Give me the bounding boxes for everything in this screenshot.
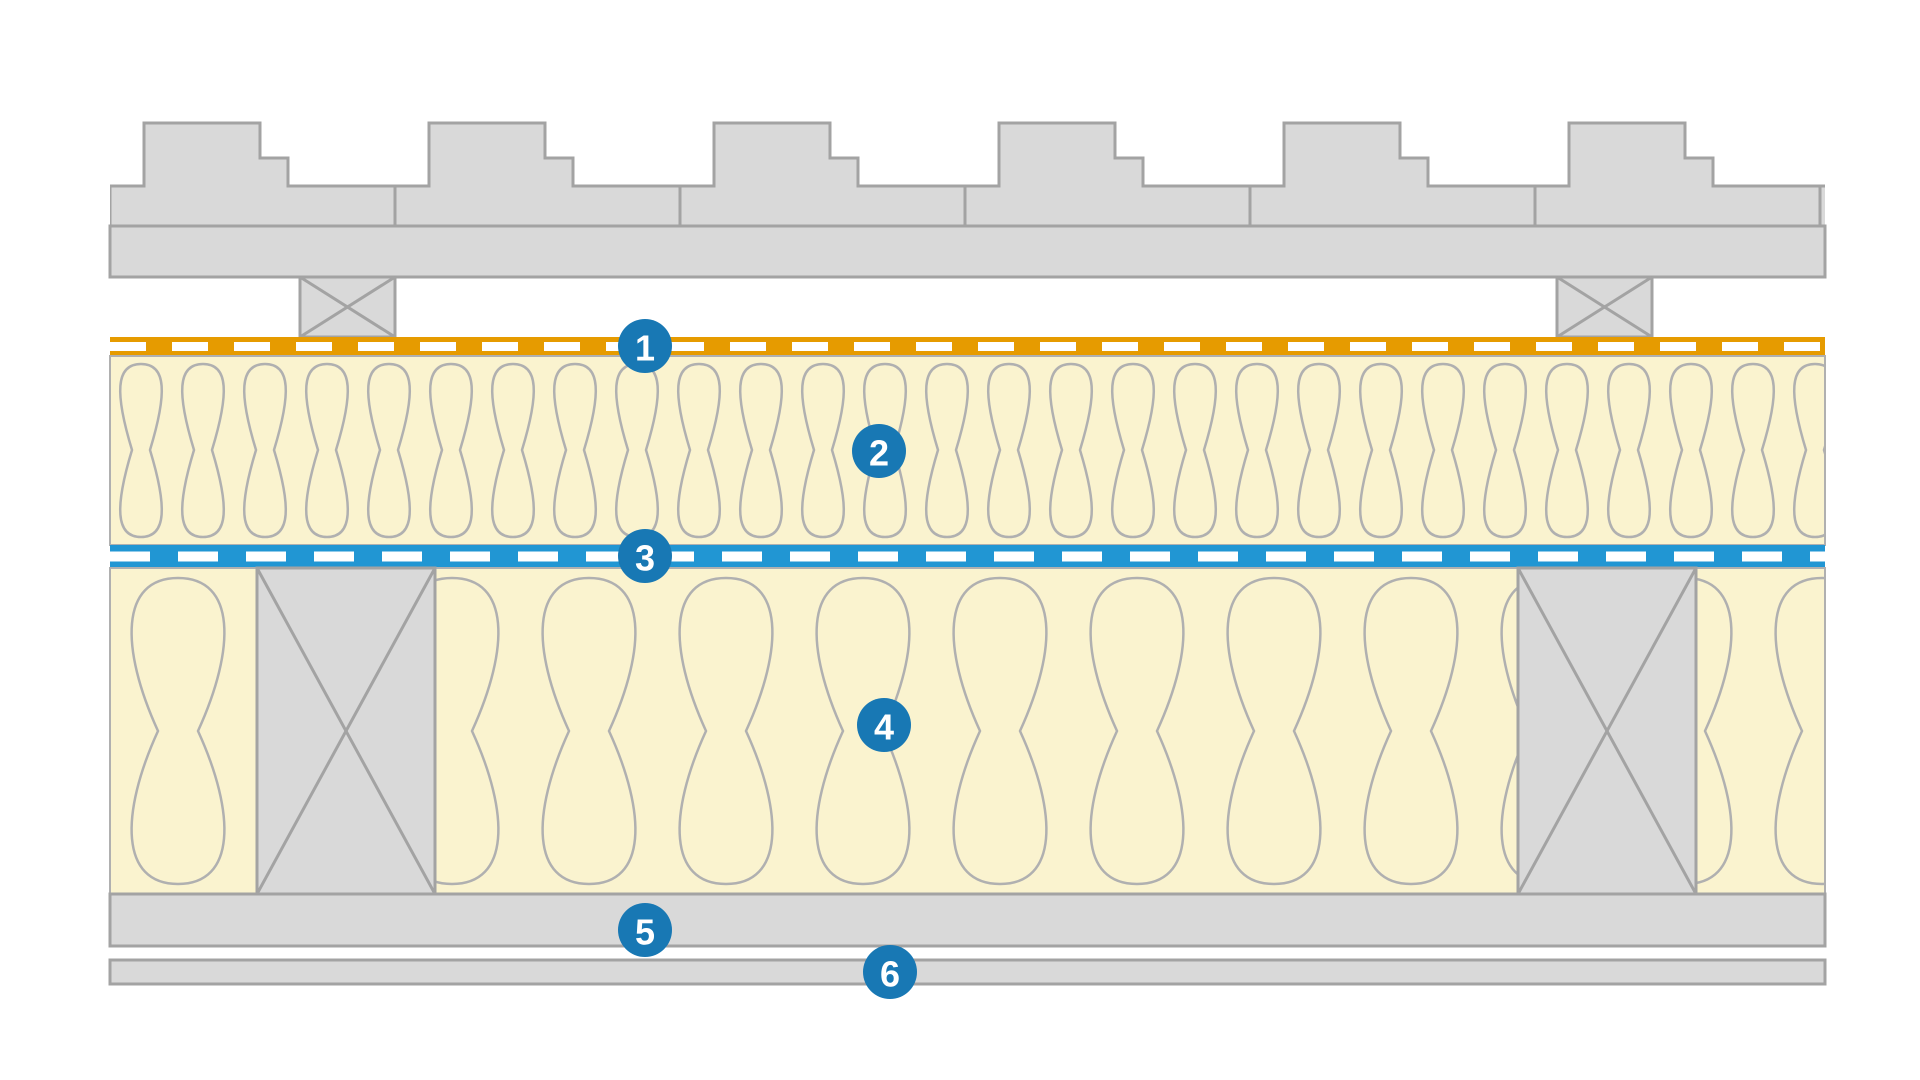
badge-circle [857,698,911,752]
badge-circle [618,319,672,373]
roof-tile [1533,121,1822,226]
roof-tile [110,121,397,226]
layer-badge-3: 3 [618,529,672,583]
counter-batten-left [298,275,397,339]
ceiling-layer [108,958,1827,986]
badge-number: 6 [880,954,900,995]
roof-tile [678,121,967,226]
roof-tiles-row [110,121,1825,226]
roof-tile [963,121,1252,226]
badge-number: 5 [635,912,655,953]
bottom-boarding-layer [108,892,1827,948]
rafter-right [1516,566,1698,896]
roof-tile [1818,121,1825,226]
layer-badge-6: 6 [863,945,917,999]
upper-insulation-layer [109,355,1826,546]
rafter-left [255,566,437,896]
vapour-barrier-layer [110,545,1825,568]
badge-number: 1 [635,328,655,369]
counter-batten-right [1555,275,1654,339]
roof-tile [1248,121,1537,226]
layer-badge-5: 5 [618,903,672,957]
badge-circle [863,945,917,999]
badge-circle [618,903,672,957]
badge-circle [618,529,672,583]
sarking-membrane-layer [110,337,1825,356]
roof-tile [393,121,682,226]
layer-badge-1: 1 [618,319,672,373]
layer-badge-2: 2 [852,424,906,478]
layer-badge-4: 4 [857,698,911,752]
badge-number: 2 [869,433,889,474]
badge-number: 4 [874,707,894,748]
roof-sheathing-band [108,224,1827,279]
badge-circle [852,424,906,478]
badge-number: 3 [635,538,655,579]
